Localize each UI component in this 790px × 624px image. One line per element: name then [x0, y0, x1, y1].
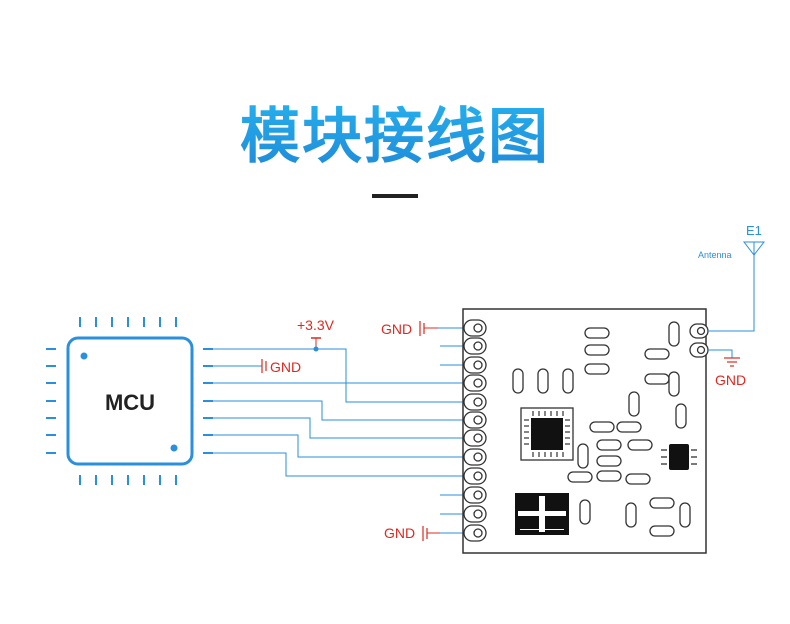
antenna-icon: [708, 241, 766, 332]
switch-ic-icon: [661, 444, 697, 470]
bottom-gnd-label: GND: [384, 525, 415, 541]
module-right-pins: [689, 323, 709, 358]
module-left-pins: [463, 319, 487, 542]
mcu-wires: [213, 348, 466, 477]
title-underline: [372, 194, 418, 198]
vcc-node: +3.3V: [297, 317, 335, 352]
module-components: [512, 321, 691, 537]
qfn-chip-icon: [520, 407, 574, 461]
ground-symbol-icon: [261, 359, 267, 373]
rf-module: [462, 308, 709, 554]
vcc-label: +3.3V: [297, 317, 335, 333]
mcu-label: MCU: [105, 390, 155, 415]
bottom-ground-symbol-icon: [422, 526, 440, 541]
antenna-ground-symbol-icon: [708, 349, 740, 367]
mcu-gnd-label: GND: [270, 359, 301, 375]
top-ground-symbol-icon: [419, 321, 438, 336]
crystal-quadrants: [520, 498, 564, 529]
top-gnd-label: GND: [381, 321, 412, 337]
antenna-name-label: Antenna: [698, 250, 732, 260]
antenna-gnd-label: GND: [715, 372, 746, 388]
antenna-ref-label: E1: [746, 223, 762, 238]
module-pin-stubs: [438, 327, 466, 534]
page-title: 模块接线图: [0, 88, 790, 175]
mcu-chip-icon: MCU: [46, 317, 213, 485]
